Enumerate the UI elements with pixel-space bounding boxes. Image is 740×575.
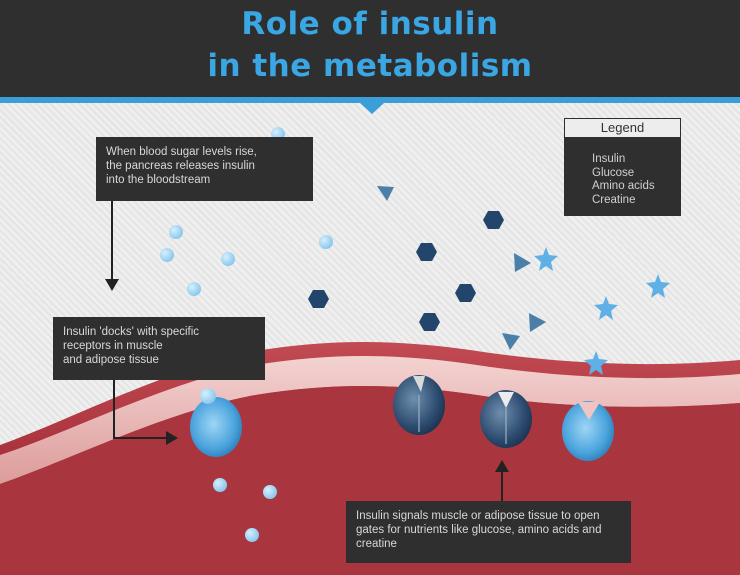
amino-acid-molecule (529, 313, 546, 332)
creatine-molecule (646, 274, 670, 298)
header-banner (0, 0, 740, 97)
insulin-molecule (263, 485, 277, 499)
header-notch (360, 103, 384, 114)
receptor-open (562, 401, 614, 461)
glucose-molecule (483, 211, 504, 229)
amino-acid-molecule (514, 253, 531, 272)
insulin-molecule (187, 282, 201, 296)
amino-acid-molecule (502, 333, 520, 350)
callout-insulin-docks: Insulin 'docks' with specific receptors … (53, 317, 265, 380)
page-title-line-2: in the metabolism (207, 48, 533, 84)
glucose-molecule (416, 243, 437, 261)
callout-insulin-signals: Insulin signals muscle or adipose tissue… (346, 501, 631, 563)
insulin-molecule (160, 248, 174, 262)
creatine-molecules (534, 194, 670, 375)
receptor-opening (480, 390, 532, 448)
creatine-molecule (584, 351, 608, 375)
creatine-molecule (534, 247, 558, 271)
callout-blood-sugar: When blood sugar levels rise, the pancre… (96, 137, 313, 201)
legend-label-insulin: Insulin (592, 153, 626, 165)
legend-label-glucose: Glucose (592, 167, 635, 179)
insulin-molecule (221, 252, 235, 266)
receptor-cell-docked (190, 388, 242, 457)
creatine-molecule (594, 296, 618, 320)
arrow-signal-to-receptor (495, 460, 509, 501)
page-title-line-1: Role of insulin (241, 6, 499, 42)
legend-label-creatine: Creatine (592, 194, 636, 206)
insulin-molecule (213, 478, 227, 492)
glucose-molecules (308, 168, 583, 331)
insulin-molecule (169, 225, 183, 239)
legend-label-amino-acids: Amino acids (592, 180, 655, 192)
insulin-molecule (319, 235, 333, 249)
insulin-molecules (160, 127, 583, 542)
tissue-membrane-band (0, 356, 740, 484)
arrow-release-to-dock (105, 201, 119, 291)
legend-title: Legend (564, 118, 681, 138)
amino-acid-molecule (377, 186, 394, 201)
glucose-molecule (455, 284, 476, 302)
arrow-dock-to-receptor (113, 380, 178, 445)
receptor-closed (393, 375, 445, 435)
glucose-molecule (308, 290, 329, 308)
amino-acid-molecules (377, 181, 583, 350)
glucose-molecule (419, 313, 440, 331)
header-accent-bar (0, 97, 740, 103)
insulin-molecule (245, 528, 259, 542)
